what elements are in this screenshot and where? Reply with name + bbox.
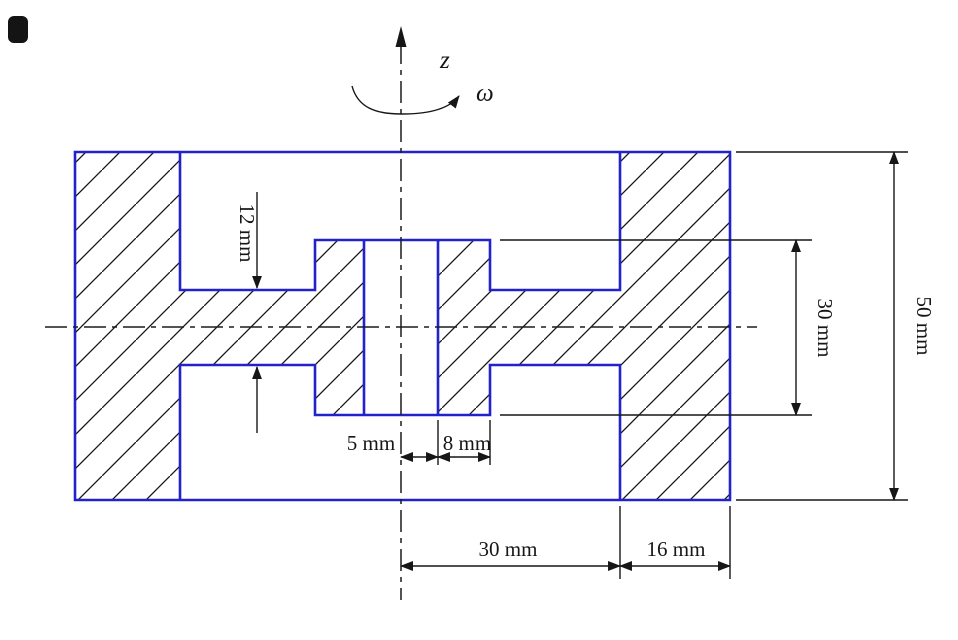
dim-hub-height: 30 mm xyxy=(500,238,837,417)
dim-hub-height-text: 30 mm xyxy=(813,299,837,358)
hatch-right-half xyxy=(438,152,730,500)
dim-overall-height: 50 mm xyxy=(736,150,936,502)
upper-step-profile xyxy=(178,152,622,292)
outer-rectangle xyxy=(73,150,732,502)
centerlines xyxy=(45,26,757,600)
dim-web-thickness: 12 mm xyxy=(235,192,262,433)
omega-label: ω xyxy=(476,80,494,107)
dim-bottom-radii: 30 mm 16 mm xyxy=(399,506,732,579)
dim-web-thickness-text: 12 mm xyxy=(235,204,259,263)
lower-step-profile xyxy=(178,363,622,500)
hatch-regions xyxy=(75,152,730,500)
z-axis-label: z xyxy=(439,47,450,74)
dim-web-span-text: 30 mm xyxy=(479,537,538,561)
z-axis-arrowhead-icon xyxy=(395,26,407,47)
corner-mark xyxy=(8,16,28,43)
dim-bore-radius-text: 5 mm xyxy=(347,431,395,455)
dim-overall-height-text: 50 mm xyxy=(912,297,936,356)
dim-hub-wall-text: 8 mm xyxy=(443,431,491,455)
rotation-arrow-icon xyxy=(351,85,460,115)
dim-rim-width-text: 16 mm xyxy=(647,537,706,561)
hatch-left-half xyxy=(75,152,364,500)
dim-bore-and-hub-wall: 5 mm 8 mm xyxy=(347,420,491,465)
